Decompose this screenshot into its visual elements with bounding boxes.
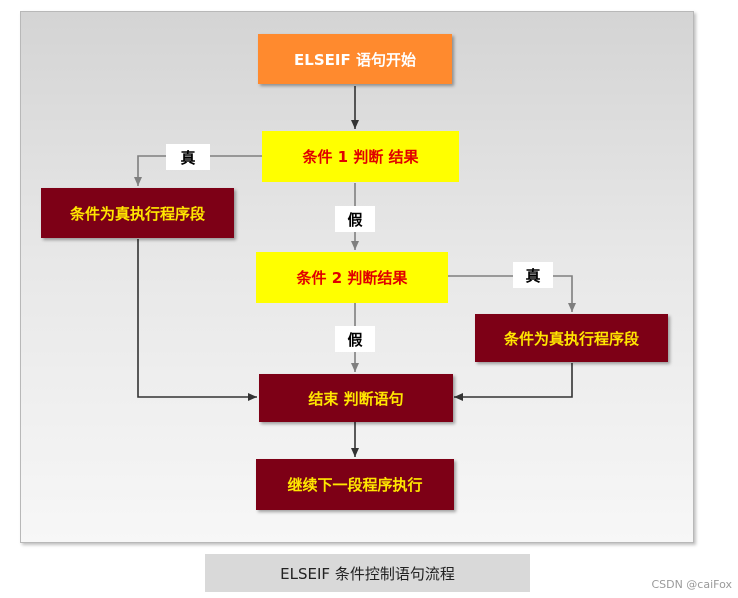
end-node-label: 结束 判断语句 bbox=[308, 389, 404, 408]
condition-1-node: 条件 1 判断 结果 bbox=[262, 131, 459, 182]
true-block-2-node: 条件为真执行程序段 bbox=[475, 314, 668, 362]
edge-block1-to-end bbox=[137, 239, 257, 401]
edge-label-cond2-true: 真 bbox=[513, 262, 553, 288]
condition-1-label: 条件 1 判断 结果 bbox=[302, 148, 419, 166]
start-node-label: ELSEIF 语句开始 bbox=[294, 50, 416, 69]
condition-2-node: 条件 2 判断结果 bbox=[256, 252, 448, 303]
continue-node: 继续下一段程序执行 bbox=[256, 459, 454, 510]
edge-cond1-true bbox=[134, 155, 262, 186]
true-block-1-label: 条件为真执行程序段 bbox=[69, 204, 205, 223]
continue-node-label: 继续下一段程序执行 bbox=[287, 476, 423, 494]
edge-cond2-true bbox=[448, 275, 576, 312]
edge-block2-to-end bbox=[454, 363, 573, 401]
edge-label-cond1-false: 假 bbox=[335, 206, 375, 232]
edge-label-cond2-false: 假 bbox=[335, 326, 375, 352]
watermark: CSDN @caiFox bbox=[651, 578, 732, 591]
end-node: 结束 判断语句 bbox=[259, 374, 453, 422]
figure-caption: ELSEIF 条件控制语句流程 bbox=[205, 554, 530, 592]
true-block-2-label: 条件为真执行程序段 bbox=[503, 329, 639, 348]
true-block-1-node: 条件为真执行程序段 bbox=[41, 188, 234, 238]
edge-label-cond1-true: 真 bbox=[166, 144, 210, 170]
start-node: ELSEIF 语句开始 bbox=[258, 34, 452, 84]
condition-2-label: 条件 2 判断结果 bbox=[296, 269, 408, 287]
